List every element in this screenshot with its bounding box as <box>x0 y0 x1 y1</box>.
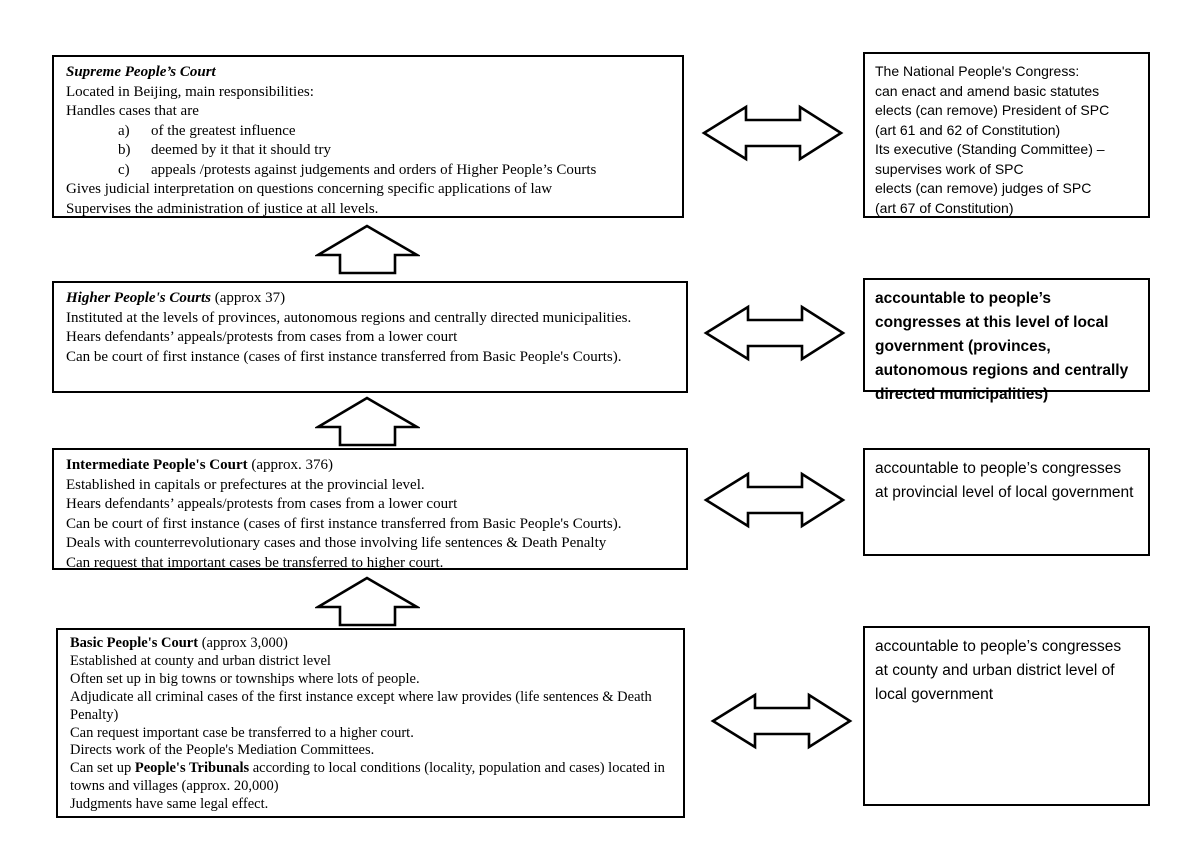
box-line: elects (can remove) President of SPC <box>875 102 1110 118</box>
list-text: of the greatest influence <box>151 122 296 139</box>
up-arrow-icon <box>315 223 420 276</box>
box-supreme-peoples-court: Supreme People’s Court Located in Beijin… <box>52 55 684 218</box>
box-line: Adjudicate all criminal cases of the fir… <box>70 688 652 723</box>
box-title-text: Supreme People’s Court <box>66 64 216 80</box>
box-line: Hears defendants’ appeals/protests from … <box>66 329 458 345</box>
box-line: Supervises the administration of justice… <box>66 200 379 217</box>
list-marker: a) <box>118 122 130 139</box>
box-national-peoples-congress: The National People's Congress: can enac… <box>863 52 1150 218</box>
box-accountable-this-level: accountable to people’s congresses at th… <box>863 278 1150 403</box>
box-line: Its executive (Standing Committee) – <box>875 141 1105 157</box>
box-basic-peoples-court: Basic People's Court (approx 3,000) Esta… <box>56 628 685 818</box>
box-title: Intermediate People's Court (approx. 376… <box>66 456 674 476</box>
box-text: accountable to people’s congresses at th… <box>875 290 1129 403</box>
box-line: Directs work of the People's Mediation C… <box>70 742 375 759</box>
list-item: b) deemed by it that it should try <box>66 141 670 161</box>
tribunals-bold: People's Tribunals <box>134 760 250 777</box>
box-line: Established in capitals or prefectures a… <box>66 476 425 493</box>
box-line: Can request that important cases be tran… <box>66 554 444 571</box>
box-title-suffix: (approx 3,000) <box>198 635 288 651</box>
box-text: accountable to people’s congresses at co… <box>875 638 1122 703</box>
list-marker: b) <box>118 142 131 158</box>
box-title: Basic People's Court (approx 3,000) <box>70 635 671 653</box>
box-line: Can be court of first instance (cases of… <box>66 515 622 532</box>
box-line: Established at county and urban district… <box>70 652 331 669</box>
box-text: accountable to people’s congresses at pr… <box>875 460 1134 501</box>
box-line: The National People's Congress: <box>875 63 1080 79</box>
box-higher-peoples-courts: Higher People's Courts (approx 37) Insti… <box>52 281 688 393</box>
list-text: deemed by it that it should try <box>151 142 331 158</box>
box-line: (art 61 and 62 of Constitution) <box>875 121 1061 138</box>
box-line: Can be court of first instance (cases of… <box>66 348 622 365</box>
up-arrow-icon <box>315 395 420 448</box>
box-title: Supreme People’s Court <box>66 63 670 83</box>
box-line: can enact and amend basic statutes <box>875 82 1100 99</box>
box-line: Handles cases that are <box>66 103 199 119</box>
list-text: appeals /protests against judgements and… <box>151 161 597 178</box>
double-arrow-icon <box>710 690 853 752</box>
double-arrow-icon <box>703 469 846 531</box>
box-line: Located in Beijing, main responsibilitie… <box>66 83 314 100</box>
box-line: (art 67 of Constitution) <box>875 199 1014 216</box>
box-line: Judgments have same legal effect. <box>70 796 269 813</box>
box-line: Gives judicial interpretation on questio… <box>66 181 553 197</box>
tribunals-prefix: Can set up <box>70 760 135 777</box>
up-arrow-icon <box>315 575 420 628</box>
list-marker: c) <box>118 161 130 178</box>
list-item: a) of the greatest influence <box>66 122 670 142</box>
box-line: elects (can remove) judges of SPC <box>875 180 1092 196</box>
box-line: Instituted at the levels of provinces, a… <box>66 309 632 326</box>
box-title-text: Intermediate People's Court <box>66 457 248 473</box>
box-line: supervises work of SPC <box>875 160 1024 177</box>
box-line-tribunals: Can set up People's Tribunals according … <box>70 760 671 796</box>
double-arrow-icon <box>701 102 844 164</box>
box-accountable-county: accountable to people’s congresses at co… <box>863 626 1150 806</box>
box-line: Often set up in big towns or townships w… <box>70 670 420 687</box>
box-accountable-provincial: accountable to people’s congresses at pr… <box>863 448 1150 556</box>
box-line: Hears defendants’ appeals/protests from … <box>66 496 458 512</box>
box-title-text: Higher People's Courts <box>66 290 212 306</box>
box-title-suffix: (approx 37) <box>211 290 286 306</box>
box-title: Higher People's Courts (approx 37) <box>66 289 674 309</box>
list-item: c) appeals /protests against judgements … <box>66 161 670 181</box>
double-arrow-icon <box>703 302 846 364</box>
box-title-suffix: (approx. 376) <box>247 457 334 473</box>
box-intermediate-peoples-court: Intermediate People's Court (approx. 376… <box>52 448 688 571</box>
tribunals-suffix: according to local conditions (locality,… <box>70 760 665 795</box>
box-line: Deals with counterrevolutionary cases an… <box>66 535 607 551</box>
box-title-text: Basic People's Court <box>70 635 199 651</box>
box-line: Can request important case be transferre… <box>70 724 414 741</box>
